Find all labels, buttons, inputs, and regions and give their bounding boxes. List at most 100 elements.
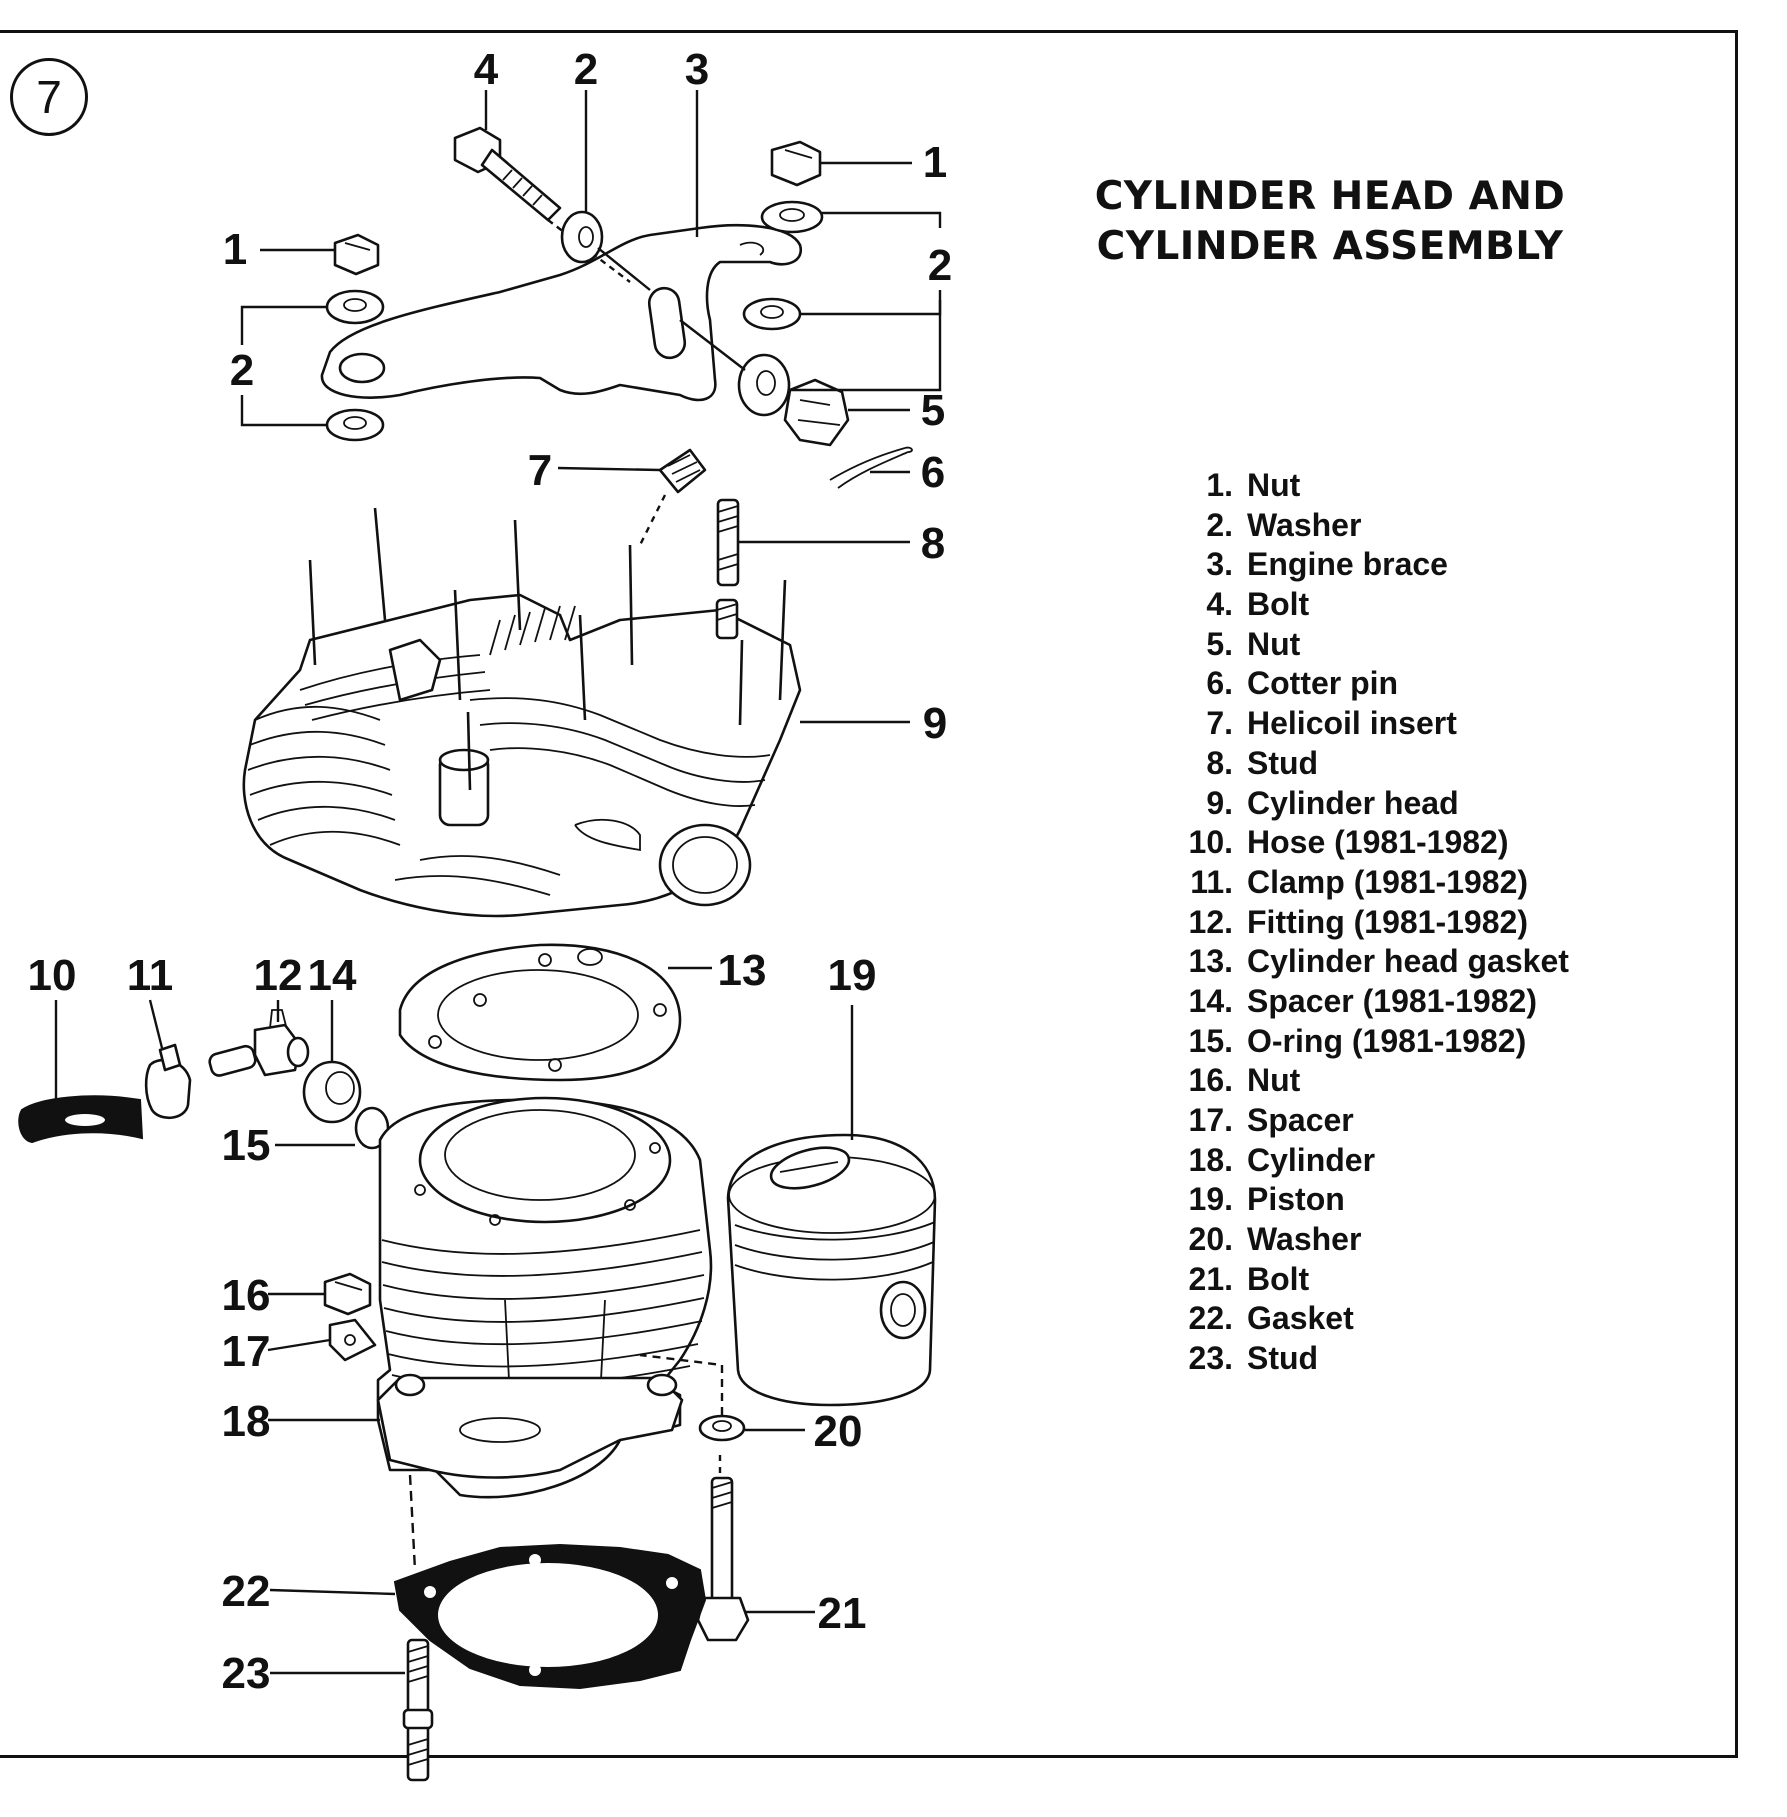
castle-nut-5 bbox=[783, 378, 850, 447]
callout-7: 7 bbox=[528, 446, 552, 495]
callout-labels: 1 1 2 2 2 3 4 5 6 7 8 9 10 11 12 13 14 1… bbox=[28, 45, 953, 1698]
leader-lines bbox=[54, 90, 942, 1675]
legend-item-number: 15. bbox=[1188, 1022, 1233, 1059]
legend-item-number: 7. bbox=[1206, 705, 1233, 742]
legend-item-number: 21. bbox=[1188, 1260, 1233, 1297]
callout-2-right: 2 bbox=[928, 241, 952, 290]
legend-item: 18. Cylinder bbox=[1150, 1141, 1630, 1181]
legend-item-number: 1. bbox=[1206, 467, 1233, 503]
legend-item-number: 20. bbox=[1188, 1221, 1233, 1258]
cylinder-head-studs bbox=[308, 507, 787, 791]
helicoil-insert-7 bbox=[658, 448, 707, 494]
callout-10: 10 bbox=[28, 951, 77, 1000]
legend-item-name: Nut bbox=[1247, 467, 1301, 503]
legend-item: 6. Cotter pin bbox=[1150, 664, 1630, 704]
legend-item-name: Helicoil insert bbox=[1247, 705, 1457, 742]
callout-5: 5 bbox=[921, 386, 945, 435]
callout-15: 15 bbox=[222, 1121, 271, 1170]
callout-11: 11 bbox=[127, 951, 174, 1000]
callout-13: 13 bbox=[718, 946, 767, 995]
cotter-pin-6 bbox=[829, 446, 913, 489]
fitting-12 bbox=[208, 1009, 310, 1077]
figure-number-badge: 7 bbox=[10, 58, 88, 136]
callout-1-right: 1 bbox=[923, 138, 947, 187]
page-frame bbox=[0, 30, 1738, 1758]
bolt-21 bbox=[696, 1455, 750, 1642]
legend-item: 23. Stud bbox=[1150, 1339, 1630, 1379]
washer-2-right-mid bbox=[742, 297, 802, 331]
callout-3: 3 bbox=[685, 45, 709, 94]
legend-item-name: Cylinder bbox=[1247, 1141, 1376, 1178]
title-line-2: CYLINDER ASSEMBLY bbox=[1096, 224, 1564, 269]
legend-item: 12. Fitting (1981-1982) bbox=[1150, 903, 1630, 943]
washer-20 bbox=[698, 1414, 746, 1442]
legend-item: 11.Clamp (1981-1982) bbox=[1150, 863, 1630, 903]
cylinder-head bbox=[242, 593, 802, 918]
legend-item-number: 22. bbox=[1188, 1300, 1233, 1337]
callout-22: 22 bbox=[222, 1567, 271, 1616]
stud-23 bbox=[402, 1638, 434, 1782]
callout-2-top: 2 bbox=[574, 45, 598, 94]
legend-item: 4. Bolt bbox=[1150, 585, 1630, 625]
callout-4: 4 bbox=[474, 45, 499, 94]
legend-item-name: Nut bbox=[1247, 625, 1301, 662]
legend-item: 14.Spacer (1981-1982) bbox=[1150, 982, 1630, 1022]
washer-2-left-top bbox=[325, 289, 385, 325]
legend-item-number: 3. bbox=[1206, 546, 1233, 583]
callout-8: 8 bbox=[921, 519, 945, 568]
callout-19: 19 bbox=[828, 951, 877, 1000]
legend-item: 10.Hose (1981-1982) bbox=[1150, 823, 1630, 863]
legend-item: 5. Nut bbox=[1150, 625, 1630, 665]
callout-6: 6 bbox=[921, 448, 945, 497]
legend-item-name: Fitting (1981-1982) bbox=[1247, 903, 1528, 940]
legend-item-number: 5. bbox=[1206, 625, 1233, 662]
legend-item-name: Stud bbox=[1247, 744, 1319, 781]
legend-item-name: Spacer bbox=[1247, 1102, 1354, 1138]
legend-item: 16.Nut bbox=[1150, 1061, 1630, 1101]
legend-item-name: Hose (1981-1982) bbox=[1247, 824, 1509, 861]
legend-item-name: Stud bbox=[1247, 1340, 1319, 1377]
bolt-4 bbox=[453, 126, 562, 222]
legend-item: 15. O-ring (1981-1982) bbox=[1150, 1022, 1630, 1062]
cylinder-head-gasket bbox=[398, 943, 682, 1082]
spacer-17 bbox=[328, 1318, 377, 1362]
legend-item-number: 6. bbox=[1206, 665, 1233, 702]
washer-2-right-low bbox=[737, 353, 791, 417]
legend-item-name: Nut bbox=[1247, 1062, 1301, 1099]
callout-17: 17 bbox=[222, 1327, 271, 1376]
callout-16: 16 bbox=[222, 1271, 271, 1320]
callout-9: 9 bbox=[923, 699, 947, 748]
nut-1-left bbox=[333, 233, 380, 276]
callout-23: 23 bbox=[222, 1649, 271, 1698]
legend-item-name: Washer bbox=[1247, 506, 1362, 543]
cylinder-18 bbox=[376, 1096, 713, 1499]
spacer-14 bbox=[302, 1060, 362, 1124]
stud-8 bbox=[715, 498, 740, 640]
legend-item: 13.Cylinder head gasket bbox=[1150, 942, 1630, 982]
legend-item: 2.Washer bbox=[1150, 506, 1630, 546]
nut-1-right bbox=[770, 140, 822, 187]
legend-item-name: O-ring (1981-1982) bbox=[1247, 1022, 1527, 1059]
legend-item-number: 23. bbox=[1188, 1340, 1233, 1377]
legend-item-number: 4. bbox=[1206, 586, 1233, 623]
clamp-11 bbox=[144, 1043, 192, 1119]
callout-21: 21 bbox=[818, 1589, 867, 1638]
legend-item-name: Bolt bbox=[1247, 586, 1310, 623]
legend-item-number: 12. bbox=[1188, 903, 1233, 940]
diagram-title: CYLINDER HEAD AND CYLINDER ASSEMBLY bbox=[1070, 172, 1590, 272]
legend-item-name: Spacer (1981-1982) bbox=[1247, 982, 1537, 1019]
legend-item-name: Cylinder head gasket bbox=[1247, 943, 1569, 980]
engine-brace bbox=[320, 223, 803, 402]
washer-2-upper bbox=[560, 210, 604, 264]
legend-item-name: Cotter pin bbox=[1247, 665, 1399, 702]
legend-item: 17.Spacer bbox=[1150, 1101, 1630, 1141]
piston-19 bbox=[726, 1133, 937, 1407]
title-line-1: CYLINDER HEAD AND bbox=[1094, 174, 1566, 219]
legend-item-number: 18. bbox=[1188, 1141, 1233, 1178]
legend-item-name: Bolt bbox=[1247, 1260, 1310, 1297]
legend-item: 8.Stud bbox=[1150, 744, 1630, 784]
callout-18: 18 bbox=[222, 1397, 271, 1446]
legend-item-name: Clamp (1981-1982) bbox=[1247, 863, 1529, 900]
